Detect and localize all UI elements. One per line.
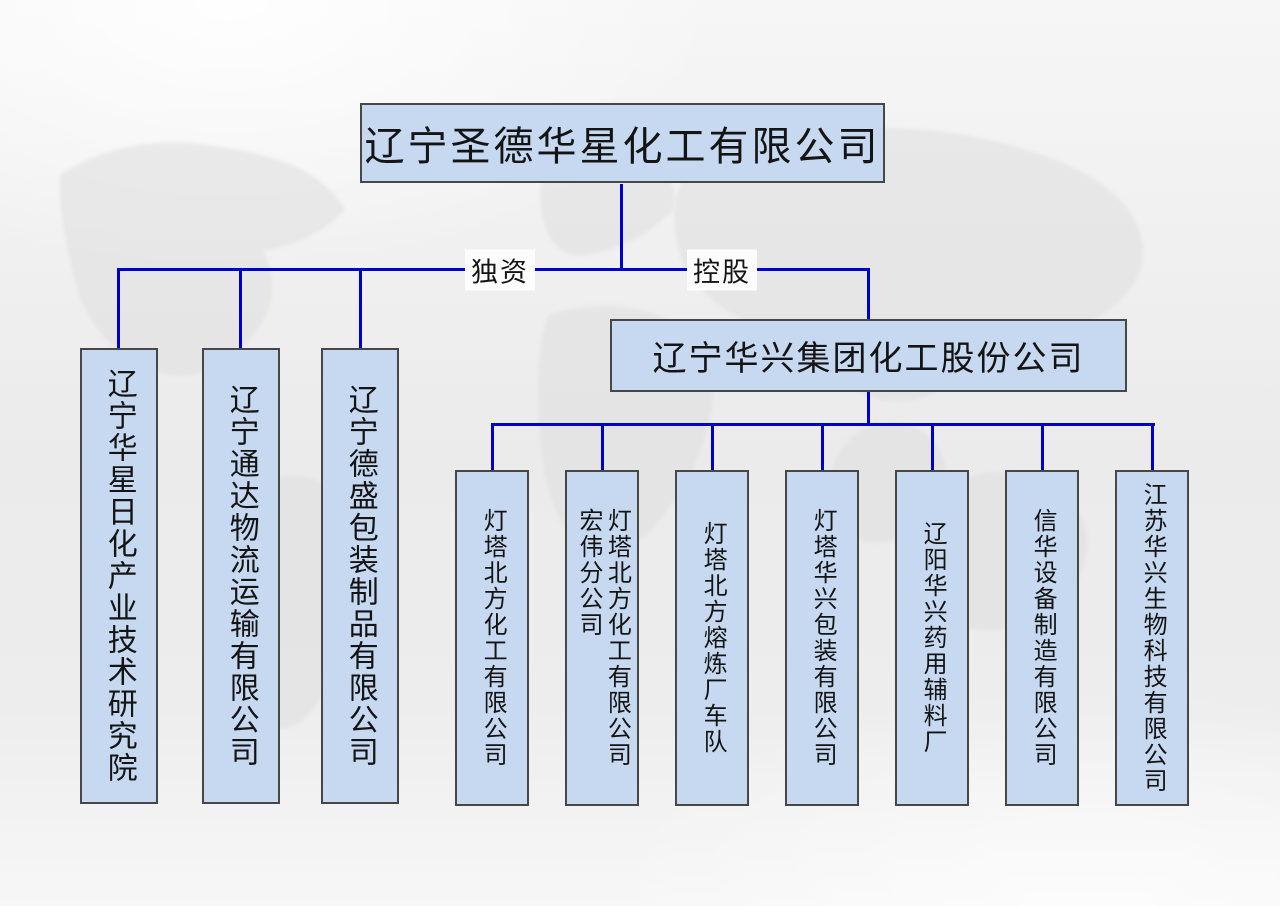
org-node-label: 辽宁华星日化产业技术研究院 — [102, 368, 136, 784]
edge-label-holding: 控股 — [687, 249, 757, 291]
connector-drop-left-1 — [117, 268, 120, 350]
org-node-label: 辽宁通达物流运输有限公司 — [224, 384, 258, 768]
org-node-left-subsidiary-3: 辽宁德盛包装制品有限公司 — [321, 348, 399, 804]
org-node-holding-company: 辽宁华兴集团化工股份公司 — [610, 319, 1127, 392]
connector-drop-right-6 — [1041, 423, 1044, 471]
connector-holding-to-bus — [867, 391, 870, 425]
connector-drop-left-3 — [359, 268, 362, 350]
org-node-left-subsidiary-1: 辽宁华星日化产业技术研究院 — [80, 348, 158, 804]
org-node-holding-child-5: 辽阳华兴药用辅料厂 — [895, 470, 969, 806]
org-node-label: 灯塔北方化工有限公司 — [479, 508, 506, 768]
connector-drop-right-7 — [1151, 423, 1154, 471]
org-node-label: 信华设备制造有限公司 — [1029, 508, 1056, 768]
org-node-root-label: 辽宁圣德华星化工有限公司 — [364, 124, 881, 169]
org-node-root: 辽宁圣德华星化工有限公司 — [360, 103, 885, 183]
org-node-holding-child-6: 信华设备制造有限公司 — [1005, 470, 1079, 806]
connector-drop-right-3 — [711, 423, 714, 471]
org-node-label: 辽阳华兴药用辅料厂 — [919, 521, 946, 755]
connector-drop-right-5 — [931, 423, 934, 471]
org-node-label: 江苏华兴生物科技有限公司 — [1139, 482, 1166, 794]
org-node-holding-label: 辽宁华兴集团化工股份公司 — [652, 341, 1085, 378]
org-node-label: 灯塔华兴包装有限公司 — [809, 508, 836, 768]
connector-root-to-bus — [620, 184, 623, 270]
org-node-label: 辽宁德盛包装制品有限公司 — [343, 384, 377, 768]
org-node-holding-child-2: 灯塔北方化工有限公司 宏伟分公司 — [565, 470, 639, 806]
connector-drop-left-2 — [239, 268, 242, 350]
org-node-label: 灯塔北方熔炼厂车队 — [699, 521, 726, 755]
org-node-holding-child-4: 灯塔华兴包装有限公司 — [785, 470, 859, 806]
org-node-left-subsidiary-2: 辽宁通达物流运输有限公司 — [202, 348, 280, 804]
org-node-holding-child-7: 江苏华兴生物科技有限公司 — [1115, 470, 1189, 806]
connector-drop-right-4 — [821, 423, 824, 471]
connector-drop-right-2 — [601, 423, 604, 471]
org-node-label: 灯塔北方化工有限公司 宏伟分公司 — [575, 508, 630, 768]
org-node-holding-child-1: 灯塔北方化工有限公司 — [455, 470, 529, 806]
connector-drop-to-holding — [867, 268, 870, 321]
edge-label-wholly-owned: 独资 — [465, 249, 535, 291]
org-node-holding-child-3: 灯塔北方熔炼厂车队 — [675, 470, 749, 806]
connector-drop-right-1 — [491, 423, 494, 471]
